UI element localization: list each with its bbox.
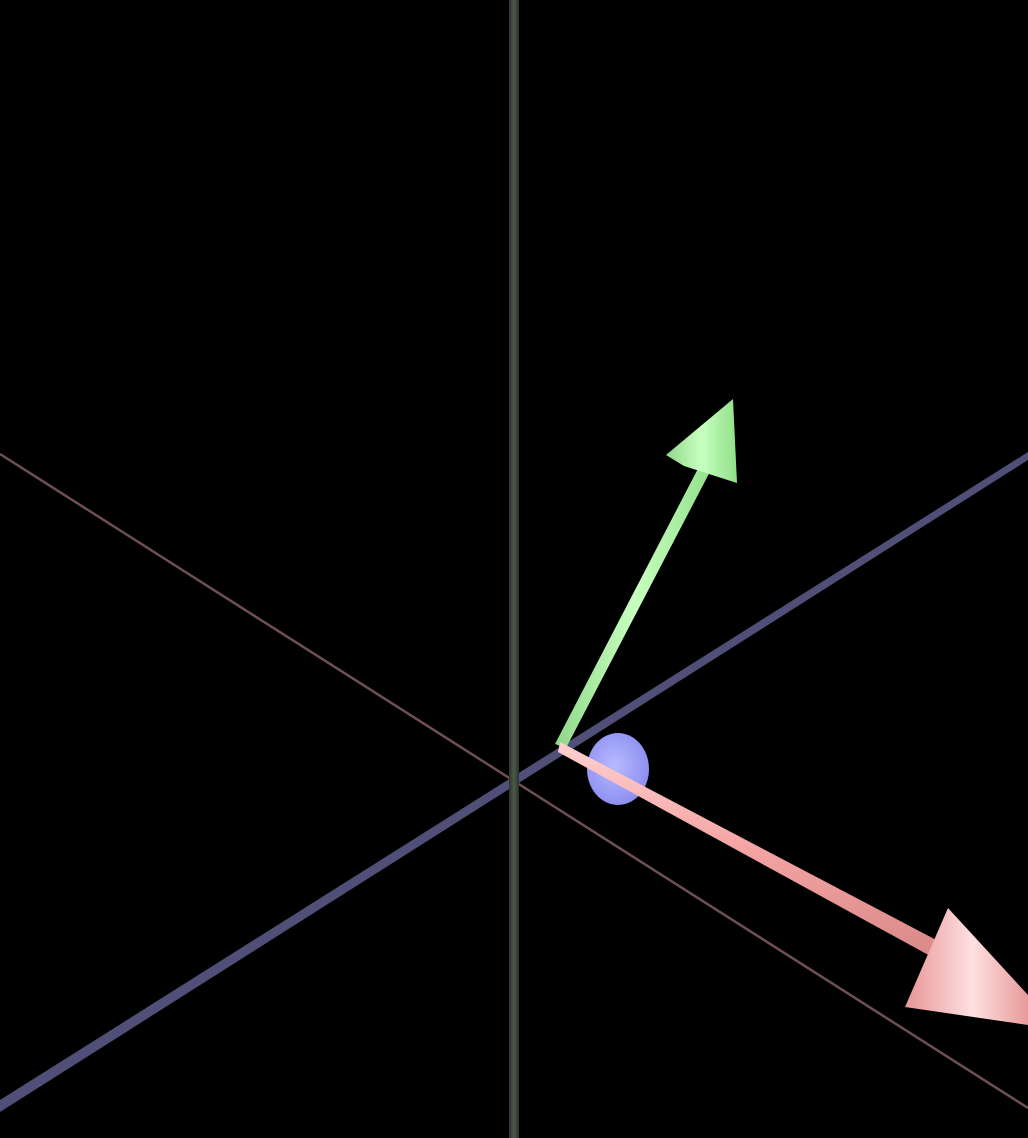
x-arrow-head[interactable] — [905, 908, 1028, 1025]
y-arrow-head[interactable] — [666, 399, 737, 483]
x-arrow-handle[interactable] — [558, 742, 1028, 1025]
y-arrow-handle[interactable] — [555, 399, 737, 748]
x-arrow-shaft[interactable] — [558, 742, 940, 957]
transform-gizmo[interactable] — [555, 399, 1028, 1025]
y-axis-line — [509, 0, 519, 1138]
y-arrow-shaft[interactable] — [555, 459, 714, 748]
